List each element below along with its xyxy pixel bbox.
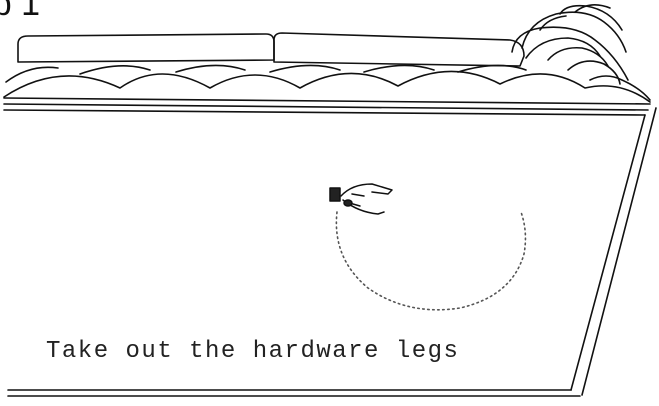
armrest-roll	[511, 4, 651, 101]
instruction-caption: Take out the hardware legs	[46, 338, 460, 365]
hand-holding-leg-icon	[329, 183, 393, 215]
rotation-arc-icon	[335, 211, 527, 311]
left-back-cushion	[17, 33, 275, 63]
right-back-cushion	[273, 32, 525, 67]
sofa-base-box	[3, 97, 657, 397]
step-label: ep 1	[0, 0, 40, 21]
scalloped-seat-edge	[3, 64, 651, 103]
